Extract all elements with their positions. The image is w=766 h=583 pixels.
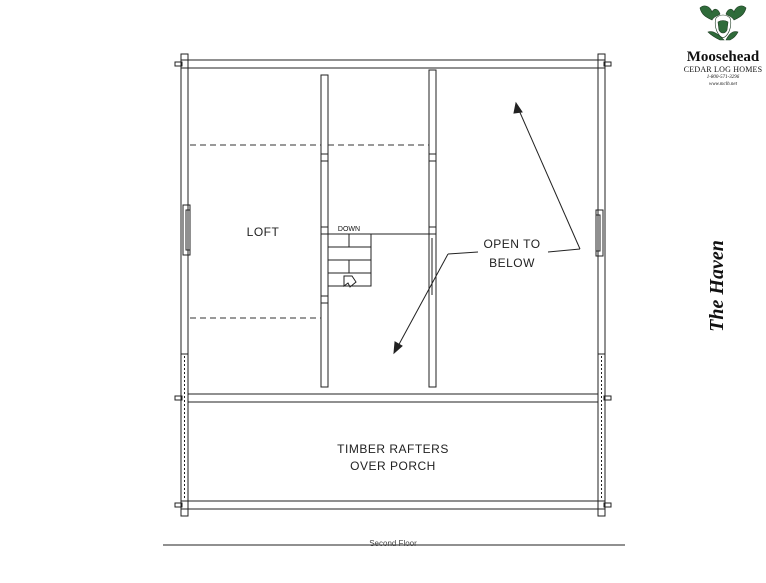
open-to-below-label-line2: BELOW (489, 256, 535, 270)
porch-label-line2: OVER PORCH (350, 459, 436, 473)
interior-posts (320, 69, 437, 388)
plan-title: The Haven (706, 240, 728, 332)
brand-logo: Moosehead CEDAR LOG HOMES 1-800-571-3296… (680, 2, 766, 88)
windows (182, 204, 604, 257)
floor-caption: Second Floor (369, 539, 417, 548)
porch-posts (180, 353, 606, 502)
moose-logo-icon (699, 5, 747, 41)
open-to-below-label-line1: OPEN TO (483, 237, 540, 251)
beam-lines (190, 144, 429, 319)
brand-website: www.mclh.net (709, 82, 737, 87)
open-to-below-arrows (393, 101, 581, 355)
porch-label-line1: TIMBER RAFTERS (337, 442, 449, 456)
brand-phone: 1-800-571-3296 (706, 75, 740, 80)
brand-tagline: CEDAR LOG HOMES (683, 65, 763, 74)
brand-name: Moosehead (686, 49, 760, 65)
stairs-down-label: DOWN (338, 226, 360, 233)
loft-label: LOFT (247, 225, 280, 239)
stairs (327, 233, 372, 288)
